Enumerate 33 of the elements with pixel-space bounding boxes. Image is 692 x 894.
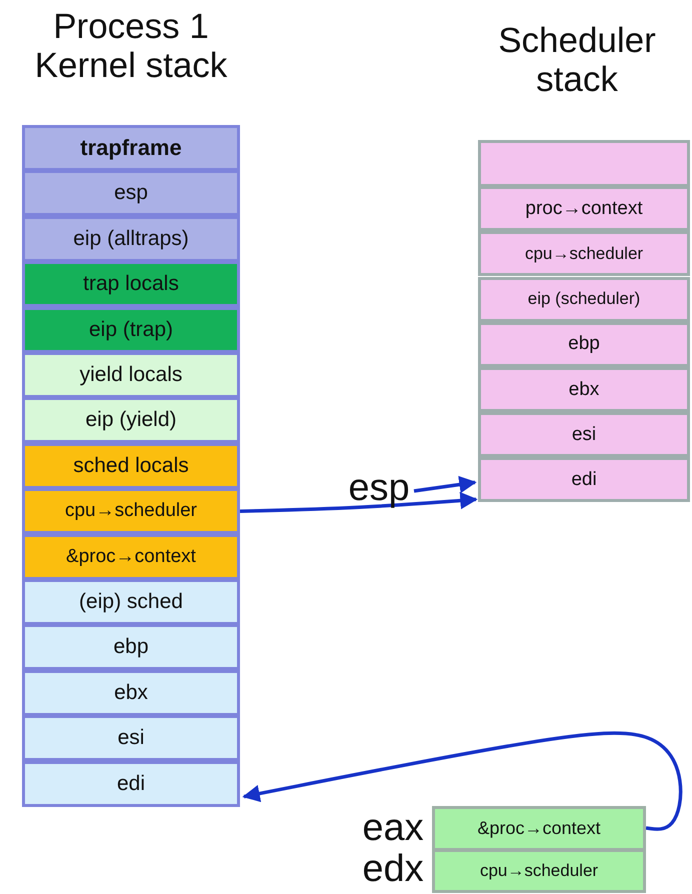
stack-slot: edi bbox=[478, 457, 690, 502]
stack-slot: proc→context bbox=[478, 186, 690, 232]
stack-slot: ebx bbox=[22, 670, 240, 716]
stack-slot bbox=[478, 140, 690, 187]
stack-slot: cpu→scheduler bbox=[432, 849, 646, 893]
stack-slot: cpu→scheduler bbox=[22, 488, 240, 534]
stack-slot: trapframe bbox=[22, 125, 240, 171]
stack-slot: ebp bbox=[22, 624, 240, 670]
arrow bbox=[240, 492, 478, 513]
stack-slot: trap locals bbox=[22, 261, 240, 308]
stack-slot: yield locals bbox=[22, 352, 240, 398]
stack-slot: (eip) sched bbox=[22, 579, 240, 625]
stack-slot: &proc→context bbox=[432, 806, 646, 851]
stack-heading: Scheduler stack bbox=[497, 22, 657, 99]
stack-slot: eip (yield) bbox=[22, 397, 240, 444]
stack-slot: eip (scheduler) bbox=[478, 276, 690, 322]
stack-slot: eip (alltraps) bbox=[22, 216, 240, 262]
stack-heading: Process 1 Kernel stack bbox=[34, 8, 228, 85]
register-label: eax bbox=[361, 808, 425, 850]
stack-slot: &proc→context bbox=[22, 534, 240, 580]
stack-slot: ebp bbox=[478, 322, 690, 367]
stack-slot: esi bbox=[478, 412, 690, 458]
stack-slot: edi bbox=[22, 760, 240, 807]
stack-slot: ebx bbox=[478, 367, 690, 412]
arrow bbox=[242, 731, 682, 831]
stack-slot: cpu→scheduler bbox=[478, 231, 690, 276]
pointer-label: esp bbox=[340, 466, 418, 510]
stack-slot: esp bbox=[22, 170, 240, 216]
stack-slot: eip (trap) bbox=[22, 306, 240, 353]
stack-slot: sched locals bbox=[22, 442, 240, 489]
stack-slot: esi bbox=[22, 715, 240, 762]
arrow bbox=[414, 476, 477, 494]
register-label: edx bbox=[361, 849, 425, 891]
